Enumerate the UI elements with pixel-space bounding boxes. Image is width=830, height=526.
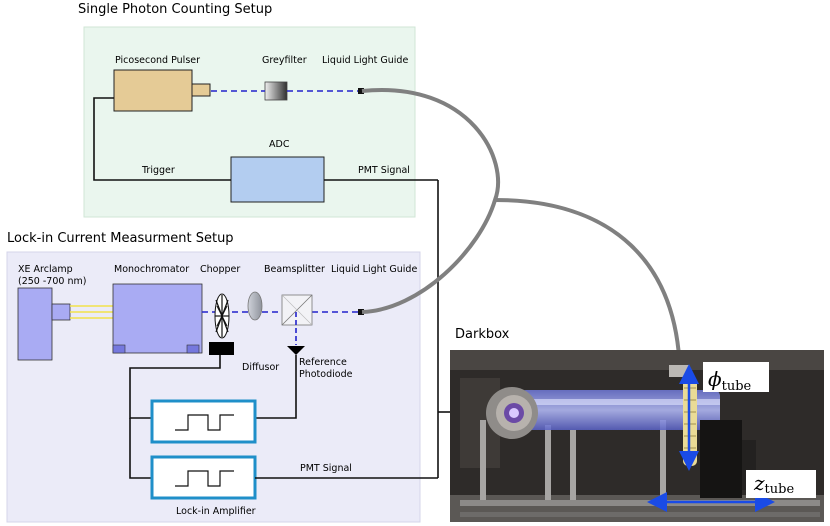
lockin-title: Lock-in Current Measurment Setup <box>7 231 234 246</box>
diode-ref-wire <box>255 355 297 419</box>
greyfilter-label: Greyfilter <box>262 55 307 66</box>
beamsplitter-label: Beamsplitter <box>264 264 325 275</box>
z-sub: tube <box>765 482 795 497</box>
ref-label-2: Photodiode <box>299 369 353 380</box>
amplifier-label: Lock-in Amplifier <box>176 506 256 517</box>
phi-label-box <box>703 362 769 392</box>
diffusor-label: Diffusor <box>242 362 279 373</box>
z-symbol: z <box>753 471 765 495</box>
lockin-amplifier-top <box>150 399 257 444</box>
chopper-wheel <box>214 293 230 339</box>
picosecond-pulser <box>113 69 193 112</box>
chopper-ref-wire <box>129 355 221 419</box>
adc-box <box>230 156 325 203</box>
mono-foot-right <box>186 344 200 354</box>
lockin-pmt-label: PMT Signal <box>300 463 352 474</box>
reference-photodiode <box>287 346 305 355</box>
mono-foot-left <box>112 344 126 354</box>
amp-link-wire <box>129 418 152 479</box>
darkbox-title: Darkbox <box>455 327 510 342</box>
fiber-to-darkbox <box>494 198 682 381</box>
ref-label-1: Reference <box>299 357 347 368</box>
lockin-fiber-connector <box>358 309 364 315</box>
adc-label: ADC <box>269 139 290 150</box>
greyfilter <box>264 81 288 101</box>
chopper-base <box>209 342 234 355</box>
trigger-label: Trigger <box>141 165 175 176</box>
spc-llg-label: Liquid Light Guide <box>322 55 408 66</box>
arclamp-nozzle <box>51 303 71 321</box>
pulser-output <box>191 83 211 97</box>
phi-symbol: ϕ <box>708 367 722 391</box>
z-label-box <box>746 470 816 498</box>
xe-arclamp <box>17 287 53 361</box>
arclamp-label-1: XE Arclamp <box>18 264 73 275</box>
phi-label: ϕtube <box>708 367 752 394</box>
darkbox-section: Darkbox <box>450 327 824 522</box>
arclamp-label-2: (250 -700 nm) <box>18 276 86 287</box>
spc-section: Single Photon Counting Setup Picosecond … <box>78 2 438 218</box>
spc-fiber-connector <box>358 88 364 94</box>
diffusor-lens <box>247 291 263 321</box>
spc-pmt-label: PMT Signal <box>358 165 410 176</box>
monochromator-label: Monochromator <box>114 264 189 275</box>
lockin-llg-label: Liquid Light Guide <box>331 264 417 275</box>
lockin-amplifier-bottom <box>150 455 257 500</box>
chopper-label: Chopper <box>200 264 240 275</box>
monochromator <box>112 283 203 354</box>
phi-sub: tube <box>722 379 752 394</box>
z-label: ztube <box>753 471 794 497</box>
pulser-label: Picosecond Pulser <box>115 55 200 66</box>
spc-title: Single Photon Counting Setup <box>78 2 272 17</box>
lockin-section: Lock-in Current Measurment Setup XE Arcl… <box>6 231 438 523</box>
trigger-wire <box>93 97 231 181</box>
beamsplitter <box>281 294 313 326</box>
